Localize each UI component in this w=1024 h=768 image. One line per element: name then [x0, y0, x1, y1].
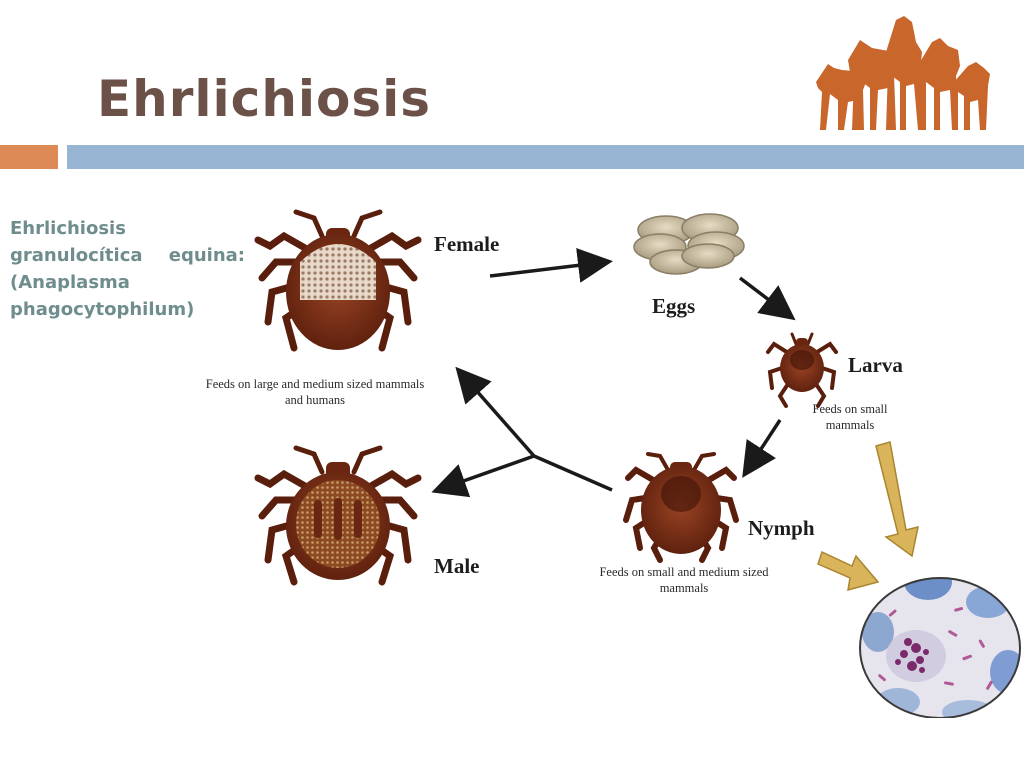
eggs-cluster-icon — [633, 213, 745, 275]
label-nymph: Nymph — [748, 516, 815, 540]
subtitle-line: phagocytophilum) — [10, 299, 195, 320]
subtitle-line: Ehrlichiosis — [10, 218, 126, 239]
caption-line: mammals — [825, 418, 875, 432]
lifecycle-arrows — [431, 247, 796, 498]
caption-line: Feeds on small — [812, 402, 888, 416]
caption-female: Feeds on large and medium sized mammals … — [182, 376, 448, 408]
caption-nymph: Feeds on small and medium sized mammals — [578, 564, 790, 596]
highlight-arrows — [817, 441, 919, 592]
caption-line: and humans — [284, 393, 346, 407]
label-female: Female — [434, 232, 500, 256]
caption-line: Feeds on large and medium sized mammals — [205, 377, 425, 391]
label-eggs: Eggs — [652, 294, 696, 318]
microscope-image-icon — [859, 577, 1021, 718]
label-male: Male — [434, 554, 480, 578]
subtitle-line: (Anaplasma — [10, 272, 130, 293]
caption-line: Feeds on small and medium sized — [599, 565, 769, 579]
accent-bar-blue — [67, 145, 1024, 169]
caption-line: mammals — [659, 581, 709, 595]
slide-title: Ehrlichiosis — [97, 70, 432, 128]
accent-bar-orange — [0, 145, 58, 169]
horses-logo-icon — [816, 16, 990, 130]
disease-subtitle: Ehrlichiosis granulocítica equina: (Anap… — [10, 215, 245, 323]
subtitle-line: granulocítica equina: — [10, 245, 245, 266]
caption-larva: Feeds on small mammals — [796, 401, 904, 433]
label-larva: Larva — [848, 353, 903, 377]
